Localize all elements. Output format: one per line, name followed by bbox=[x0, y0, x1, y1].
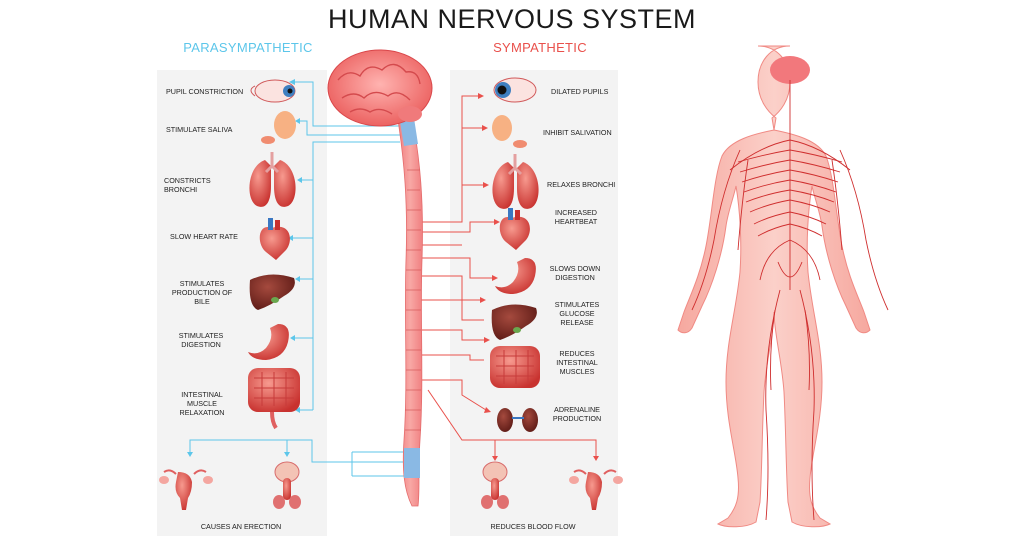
left-male-reproductive-icon bbox=[273, 461, 301, 509]
diagram-title: HUMAN NERVOUS SYSTEM bbox=[327, 4, 697, 34]
label-inhibit-salivation: INHIBIT SALIVATION bbox=[543, 128, 612, 137]
right-salivary-gland-icon bbox=[492, 115, 527, 148]
left-female-reproductive-icon bbox=[159, 469, 213, 510]
sympathetic-header: SYMPATHETIC bbox=[493, 40, 587, 55]
label-slows-down-digestion: SLOWS DOWN DIGESTION bbox=[549, 264, 601, 282]
spinal-cord bbox=[397, 115, 423, 507]
label-pupil-constriction: PUPIL CONSTRICTION bbox=[166, 87, 244, 96]
right-kidneys-icon bbox=[497, 408, 538, 432]
right-intestines-icon bbox=[490, 346, 540, 388]
left-intestines-icon bbox=[248, 368, 300, 430]
left-salivary-gland-icon bbox=[261, 111, 296, 144]
label-stimulates-digestion: STIMULATES DIGESTION bbox=[178, 331, 224, 349]
left-lungs-icon bbox=[249, 152, 296, 207]
label-increased-heartbeat: INCREASED HEARTBEAT bbox=[554, 208, 598, 226]
right-liver-icon bbox=[491, 304, 537, 340]
label-relaxes-bronchi: RELAXES BRONCHI bbox=[547, 180, 616, 189]
right-lungs-icon bbox=[492, 154, 539, 209]
label-stimulates-bile: STIMULATES PRODUCTION OF BILE bbox=[171, 279, 233, 306]
right-male-reproductive-icon bbox=[481, 461, 509, 509]
left-heart-icon bbox=[259, 218, 290, 260]
parasympathetic-nerve-lines bbox=[189, 81, 405, 477]
parasympathetic-panel bbox=[157, 70, 327, 536]
left-eye-icon bbox=[250, 79, 296, 103]
label-constricts-bronchi: CONSTRICTS BRONCHI bbox=[164, 176, 211, 194]
label-slow-heart-rate: SLOW HEART RATE bbox=[170, 232, 238, 241]
right-stomach-icon bbox=[495, 258, 536, 294]
sympathetic-nerve-lines bbox=[418, 95, 597, 456]
parasympathetic-arrowheads bbox=[187, 79, 302, 457]
sympathetic-arrowheads bbox=[478, 93, 599, 461]
label-reduces-blood-flow: REDUCES BLOOD FLOW bbox=[490, 522, 576, 531]
brain-icon bbox=[327, 49, 433, 127]
human-body-figure bbox=[677, 45, 889, 528]
sympathetic-panel bbox=[450, 70, 618, 536]
label-stimulate-saliva: STIMULATE SALIVA bbox=[166, 125, 233, 134]
left-liver-icon bbox=[249, 274, 295, 310]
left-stomach-icon bbox=[248, 324, 289, 360]
parasympathetic-header: PARASYMPATHETIC bbox=[183, 40, 313, 55]
label-reduces-intestinal-muscles: REDUCES INTESTINAL MUSCLES bbox=[556, 349, 598, 376]
label-stimulates-glucose-release: STIMULATES GLUCOSE RELEASE bbox=[554, 300, 600, 327]
right-female-reproductive-icon bbox=[569, 469, 623, 510]
right-heart-icon bbox=[499, 208, 530, 250]
label-dilated-pupils: DILATED PUPILS bbox=[551, 87, 609, 96]
right-eye-icon bbox=[493, 77, 537, 103]
label-intestinal-muscle-relaxation: INTESTINAL MUSCLE RELAXATION bbox=[179, 390, 225, 417]
label-adrenaline-production: ADRENALINE PRODUCTION bbox=[552, 405, 602, 423]
label-causes-an-erection: CAUSES AN ERECTION bbox=[200, 522, 282, 531]
